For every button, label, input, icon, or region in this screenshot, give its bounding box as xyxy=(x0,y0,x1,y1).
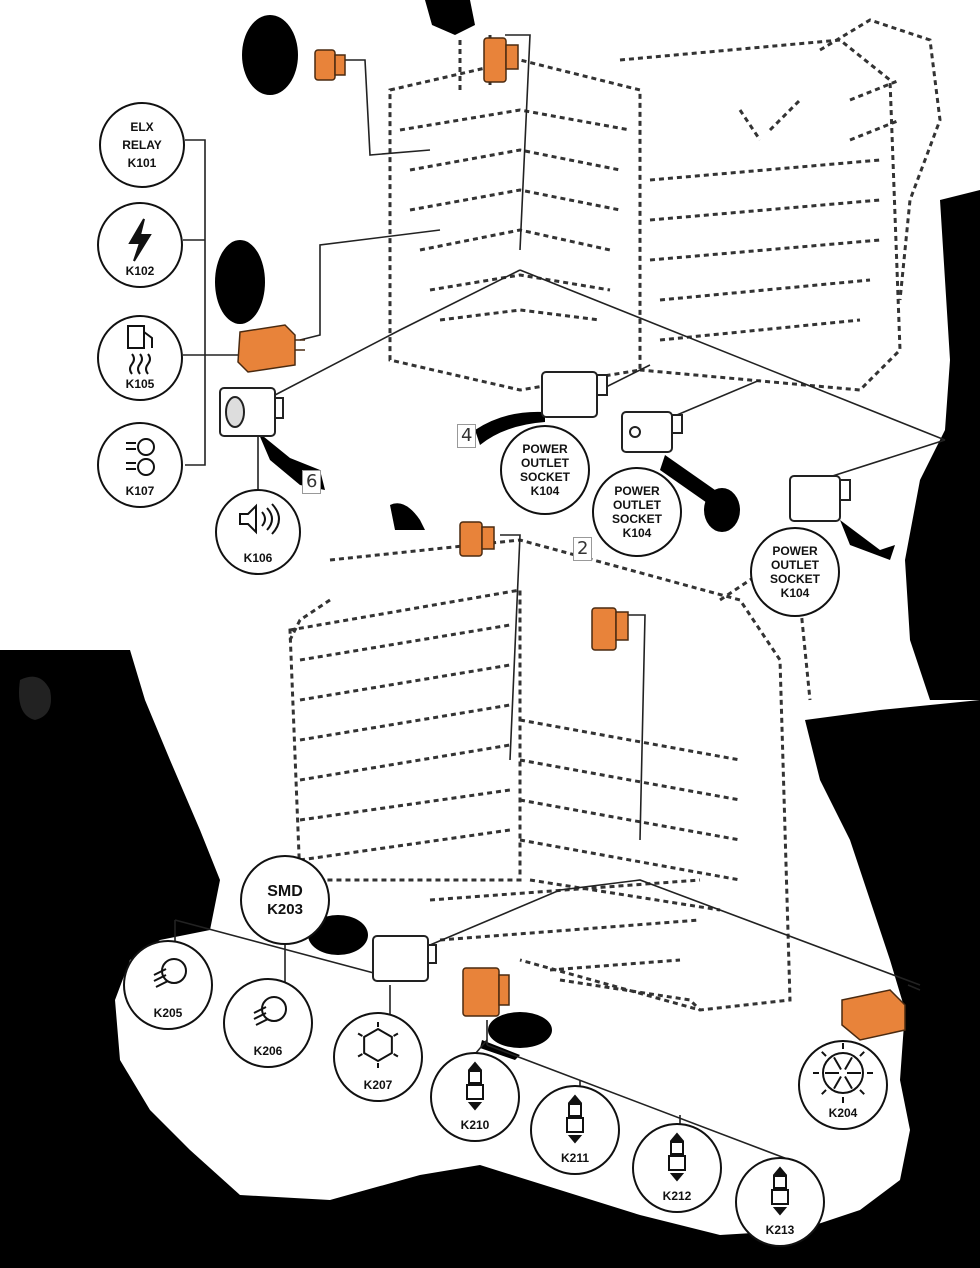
lift-icon xyxy=(668,1132,686,1182)
relay-k104c-white-icon xyxy=(789,475,851,522)
component-k211: K211 xyxy=(530,1085,620,1175)
lift-icon xyxy=(566,1094,584,1144)
component-label: K104 xyxy=(781,586,810,600)
component-label: POWER xyxy=(772,544,818,558)
component-label: OUTLET xyxy=(771,558,820,572)
component-label: POWER xyxy=(522,442,568,456)
component-label: K107 xyxy=(126,484,155,498)
relay-k104a-white-icon xyxy=(541,371,608,418)
component-k107: K107 xyxy=(97,422,183,508)
fuse-top-center-icon xyxy=(483,37,519,83)
component-circles: ELXRELAYK101K102K105K107K106POWEROUTLETS… xyxy=(97,102,888,1247)
component-label: K105 xyxy=(126,377,155,391)
callout-marker-2: 2 xyxy=(573,537,593,561)
component-k207: K207 xyxy=(333,1012,423,1102)
component-label: K210 xyxy=(461,1118,490,1132)
component-k101: ELX RELAY K101 xyxy=(99,102,185,188)
component-label: K104 xyxy=(531,484,560,498)
relay-k104b-white-icon xyxy=(621,411,683,453)
component-label: K207 xyxy=(364,1078,393,1092)
fog-light-icon xyxy=(153,958,187,988)
callout-marker-4: 4 xyxy=(457,424,477,448)
headlight-icon xyxy=(126,438,155,476)
component-k212: K212 xyxy=(632,1123,722,1213)
component-label: K211 xyxy=(561,1151,589,1165)
component-label: K203 xyxy=(267,901,303,918)
component-label: OUTLET xyxy=(521,456,570,470)
component-label: K204 xyxy=(829,1106,858,1120)
lightning-icon xyxy=(128,218,152,262)
component-label: K106 xyxy=(244,551,273,565)
beacon-icon xyxy=(813,1043,873,1103)
component-k106: K106 xyxy=(215,489,301,575)
component-k206: K206 xyxy=(223,978,313,1068)
white-relays xyxy=(219,371,851,982)
wiring-lines xyxy=(174,34,946,1161)
component-label: K101 xyxy=(128,156,157,170)
callout-marker-6: 6 xyxy=(302,470,322,494)
component-label: K104 xyxy=(623,526,652,540)
hexagon-icon xyxy=(357,1022,399,1068)
relay-k203-white-icon xyxy=(372,935,437,982)
horn-speaker-icon xyxy=(239,503,280,535)
fuse-mid-right-icon xyxy=(591,607,629,651)
component-label: RELAY xyxy=(122,138,162,152)
fuse-top-left-icon xyxy=(314,49,346,81)
component-label: SMD xyxy=(267,883,303,900)
component-label: K102 xyxy=(126,264,155,278)
component-label: K206 xyxy=(254,1044,283,1058)
component-k105: K105 xyxy=(97,315,183,401)
component-label: K205 xyxy=(154,1006,183,1020)
fog-light-icon xyxy=(253,996,287,1026)
relay-bottom-orange-icon xyxy=(462,967,510,1017)
component-label: ELX xyxy=(130,120,153,134)
component-label: OUTLET xyxy=(613,498,662,512)
component-k204: K204 xyxy=(798,1040,888,1130)
component-label: SOCKET xyxy=(770,572,821,586)
lift-icon xyxy=(771,1166,789,1216)
relay-k102-orange-icon xyxy=(237,324,305,373)
component-k205: K205 xyxy=(123,940,213,1030)
component-label: K213 xyxy=(766,1223,795,1237)
fuel-heater-icon xyxy=(127,325,153,375)
component-k210: K210 xyxy=(430,1052,520,1142)
component-k213: K213 xyxy=(735,1157,825,1247)
fuse-mid-icon xyxy=(459,521,495,557)
component-label: SOCKET xyxy=(520,470,571,484)
component-label: SOCKET xyxy=(612,512,663,526)
relay-fuse-blocks xyxy=(237,37,906,1041)
component-label: K212 xyxy=(663,1189,692,1203)
component-k102: K102 xyxy=(97,202,183,288)
component-label: POWER xyxy=(614,484,660,498)
lift-icon xyxy=(466,1061,484,1111)
relay-k106-white-icon xyxy=(219,387,284,437)
relay-k204-orange-icon xyxy=(841,989,906,1041)
